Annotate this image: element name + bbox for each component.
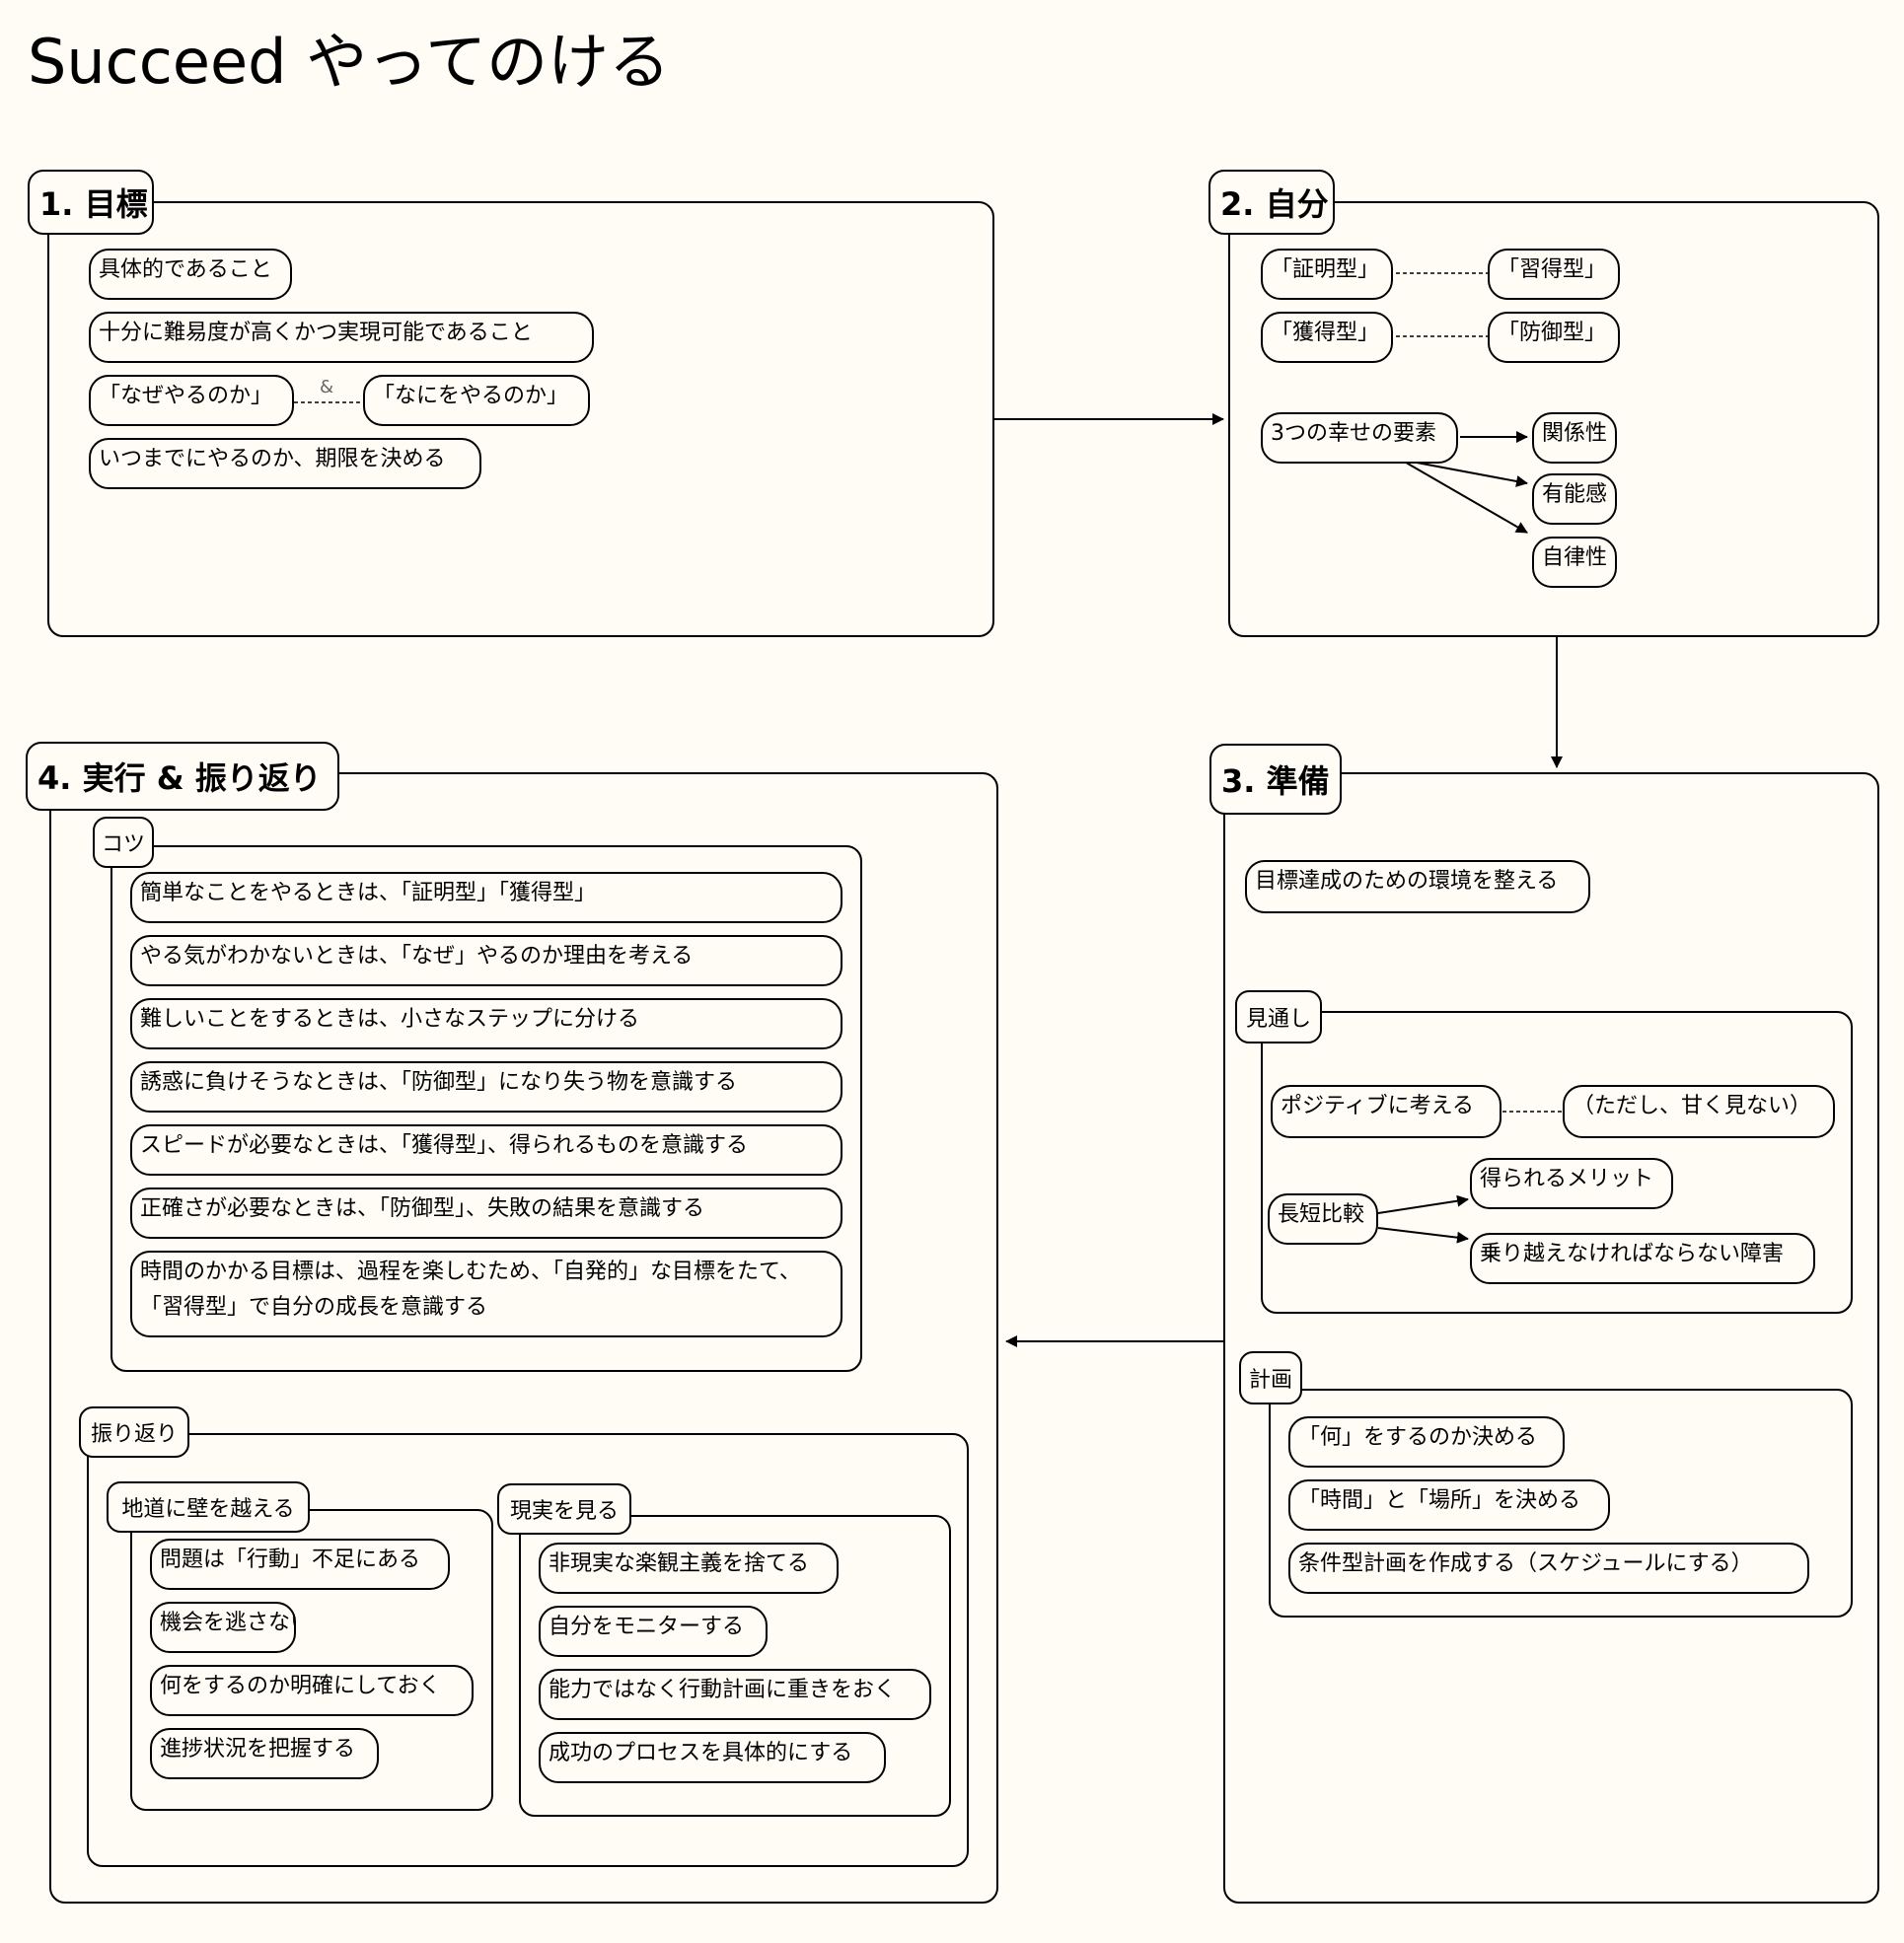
plan-tab: 計画 — [1239, 1351, 1302, 1404]
tip-item-4: 誘惑に負けそうなときは、「防御型」になり失う物を意識する — [130, 1061, 842, 1113]
prep-environment: 目標達成のための環境を整える — [1245, 860, 1590, 913]
review-tab: 振り返り — [79, 1406, 189, 1458]
tips-tab: コツ — [93, 817, 154, 868]
steady-tab: 地道に壁を越える — [107, 1481, 310, 1533]
section-exec-tab: 4. 実行 & 振り返り — [26, 742, 339, 811]
review-frame — [87, 1433, 969, 1867]
plan-item-time-place: 「時間」と「場所」を決める — [1288, 1479, 1610, 1531]
outlook-compare: 長短比較 — [1268, 1193, 1378, 1245]
tip-item-1: 簡単なことをやるときは、「証明型」「獲得型」 — [130, 872, 842, 923]
tip-item-2: やる気がわかないときは、「なぜ」やるのか理由を考える — [130, 935, 842, 986]
type-defend: 「防御型」 — [1488, 312, 1620, 363]
arrow-autonomy — [1400, 459, 1528, 534]
tip-item-3: 難しいことをするときは、小さなステップに分ける — [130, 998, 842, 1049]
steady-item-3: 何をするのか明確にしておく — [150, 1665, 474, 1716]
type-master: 「習得型」 — [1488, 249, 1620, 300]
arrow-competence — [1400, 459, 1528, 487]
happiness-elements: 3つの幸せの要素 — [1261, 412, 1458, 464]
outlook-tab: 見通し — [1235, 990, 1322, 1043]
page-title: Succeed やってのける — [28, 26, 671, 98]
tip-item-6: 正確さが必要なときは、「防御型」、失敗の結果を意識する — [130, 1187, 842, 1239]
tip-item-5: スピードが必要なときは、「獲得型」、得られるものを意識する — [130, 1124, 842, 1176]
type-gain: 「獲得型」 — [1261, 312, 1393, 363]
type-prove: 「証明型」 — [1261, 249, 1393, 300]
outlook-frame — [1261, 1011, 1853, 1314]
section-goal-frame — [47, 201, 994, 637]
steady-item-4: 進捗状況を把握する — [150, 1728, 379, 1779]
goal-and-label: & — [320, 377, 334, 397]
goal-item-concrete: 具体的であること — [89, 249, 292, 300]
element-relatedness: 関係性 — [1532, 412, 1617, 464]
reality-tab: 現実を見る — [497, 1483, 631, 1535]
reality-item-1: 非現実な楽観主義を捨てる — [539, 1543, 839, 1594]
section-prep-tab: 3. 準備 — [1209, 744, 1342, 815]
reality-item-2: 自分をモニターする — [539, 1606, 768, 1657]
arrow-obstacle — [1377, 1227, 1469, 1244]
outlook-positive: ポジティブに考える — [1271, 1085, 1501, 1138]
goal-item-difficult: 十分に難易度が高くかつ実現可能であること — [89, 312, 594, 363]
reality-frame — [519, 1515, 951, 1817]
plan-item-conditional: 条件型計画を作成する（スケジュールにする） — [1288, 1543, 1809, 1594]
element-autonomy: 自律性 — [1532, 537, 1617, 588]
goal-item-why: 「なぜやるのか」 — [89, 375, 294, 426]
section-self-frame — [1228, 201, 1879, 637]
outlook-merit: 得られるメリット — [1470, 1158, 1673, 1209]
steady-frame — [130, 1509, 493, 1811]
outlook-caveat: （ただし、甘く見ない） — [1563, 1085, 1835, 1138]
reality-item-4: 成功のプロセスを具体的にする — [539, 1732, 886, 1783]
section-goal-tab: 1. 目標 — [28, 170, 154, 235]
element-competence: 有能感 — [1532, 473, 1617, 525]
arrow-merit — [1377, 1194, 1469, 1214]
steady-item-1: 問題は「行動」不足にある — [150, 1539, 450, 1590]
outlook-obstacle: 乗り越えなければならない障害 — [1470, 1233, 1815, 1284]
reality-item-3: 能力ではなく行動計画に重きをおく — [539, 1669, 931, 1720]
goal-item-what: 「なにをやるのか」 — [363, 375, 590, 426]
tip-item-7: 時間のかかる目標は、過程を楽しむため、「自発的」な目標をたて、「習得型」で自分の… — [130, 1251, 842, 1337]
plan-item-what: 「何」をするのか決める — [1288, 1416, 1565, 1468]
section-self-tab: 2. 自分 — [1208, 170, 1335, 235]
section-exec-frame — [49, 772, 998, 1904]
plan-frame — [1269, 1389, 1853, 1618]
section-prep-frame — [1223, 772, 1879, 1904]
goal-item-deadline: いつまでにやるのか、期限を決める — [89, 438, 481, 489]
tips-frame — [110, 845, 862, 1372]
steady-item-2: 機会を逃さない — [150, 1602, 296, 1653]
